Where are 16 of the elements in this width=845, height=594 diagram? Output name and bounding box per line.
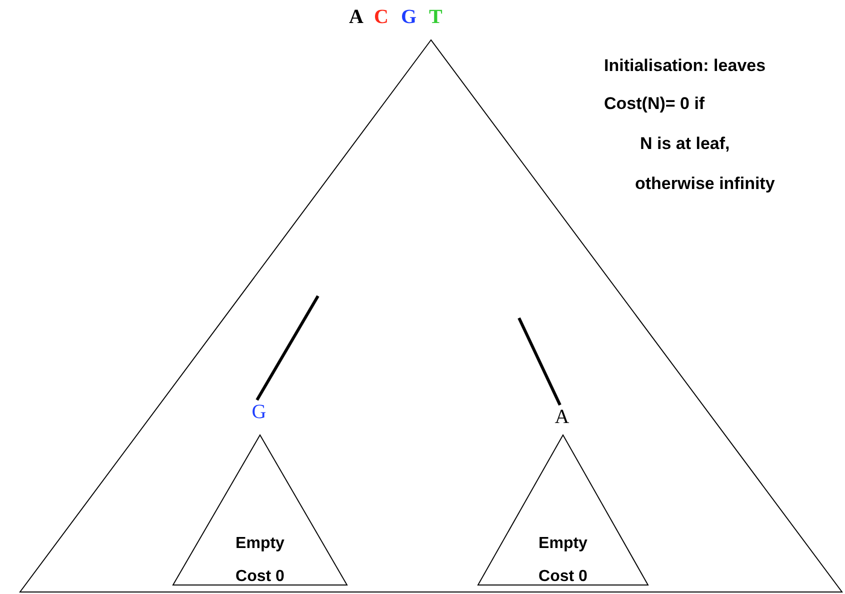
nucleotide-letter: C bbox=[374, 6, 388, 28]
note-text: otherwise infinity bbox=[635, 174, 775, 194]
subtree-label: Empty bbox=[538, 535, 588, 553]
branch-line bbox=[256, 295, 320, 401]
subtree-label: Empty bbox=[234, 535, 286, 553]
note-text: Cost(N)= 0 if bbox=[604, 94, 705, 114]
nucleotide-letter: T bbox=[429, 6, 442, 28]
branch-line bbox=[518, 317, 562, 406]
node-label: G bbox=[250, 402, 268, 422]
subtree-label: Cost 0 bbox=[538, 568, 588, 586]
nucleotide-letter: G bbox=[401, 6, 417, 28]
note-text: N is at leaf, bbox=[640, 134, 730, 154]
nucleotide-letter: A bbox=[349, 6, 364, 28]
note-text: Initialisation: leaves bbox=[604, 56, 766, 76]
subtree-label: Cost 0 bbox=[234, 568, 286, 586]
node-label: A bbox=[554, 407, 570, 427]
